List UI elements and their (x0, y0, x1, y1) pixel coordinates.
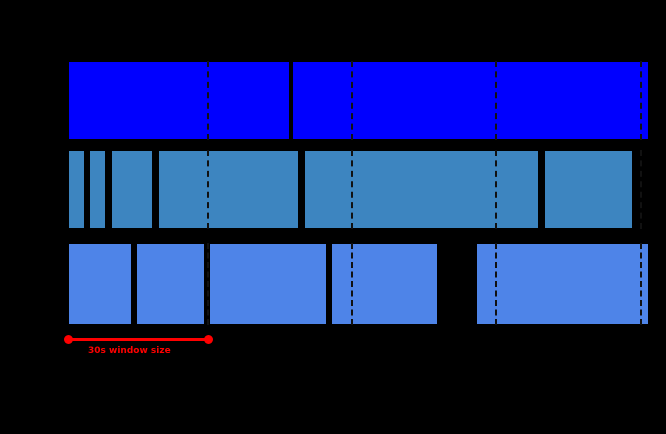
bar-segment (331, 243, 438, 325)
window-boundary-line (207, 61, 209, 140)
bar-segment (89, 150, 106, 229)
bar-segment (476, 243, 649, 325)
annotation-cap-right (204, 335, 213, 344)
bar-segment (68, 61, 290, 140)
window-boundary-line (351, 243, 353, 325)
bar-segment (158, 150, 299, 229)
window-size-annotation-label: 30s window size (88, 346, 171, 356)
window-boundary-line (495, 243, 497, 325)
bar-segment (68, 150, 85, 229)
bar-segment (111, 150, 153, 229)
window-boundary-line (495, 150, 497, 229)
bar-segment (209, 243, 327, 325)
bar-segment (68, 243, 132, 325)
bar-segment (136, 243, 205, 325)
window-size-annotation-line (68, 338, 208, 341)
annotation-cap-left (64, 335, 73, 344)
bar-segment (544, 150, 633, 229)
window-boundary-line (640, 61, 642, 140)
bar-segment (292, 61, 649, 140)
window-boundary-line (207, 243, 209, 325)
window-boundary-line (351, 150, 353, 229)
window-boundary-line (351, 61, 353, 140)
window-boundary-line (495, 61, 497, 140)
bar-segment (304, 150, 539, 229)
window-boundary-line (640, 150, 642, 229)
window-boundary-line (640, 243, 642, 325)
window-boundary-line (207, 150, 209, 229)
